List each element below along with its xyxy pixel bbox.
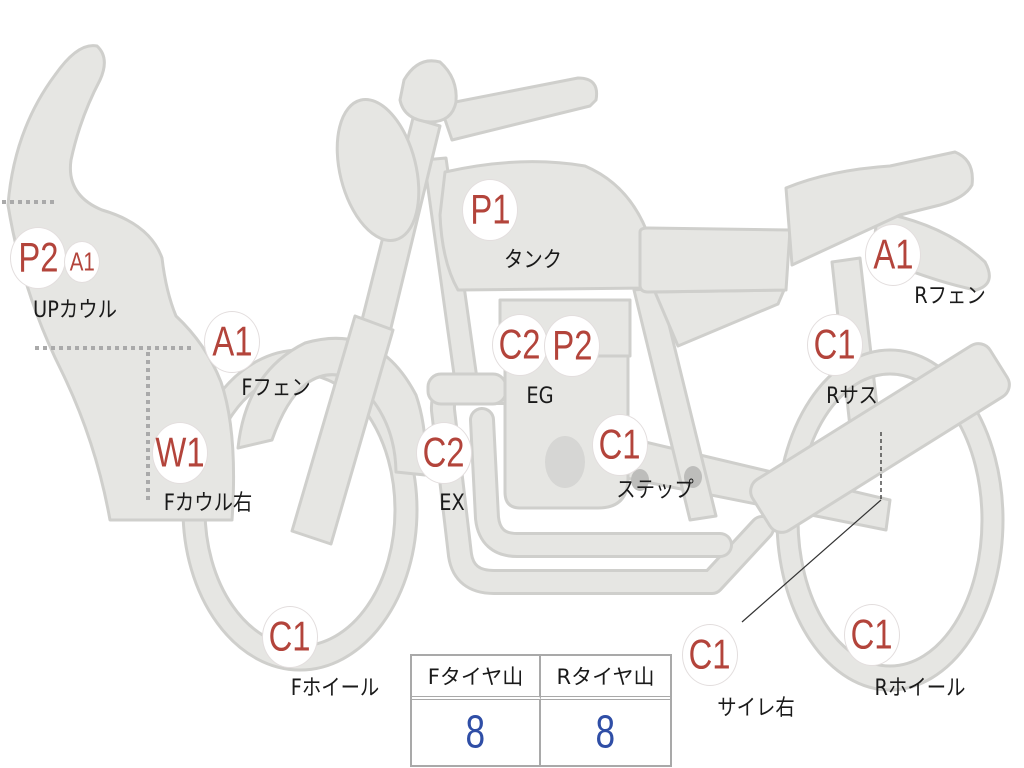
rear-tire-tread-header: Rタイヤ山 [541,656,670,700]
damage-code-badge: P2 [10,227,66,289]
footpeg-shape [684,466,702,488]
part-label-exhaust: EX [439,491,465,516]
footpeg-shape [631,469,649,491]
damage-code-badge: A1 [64,241,100,283]
exhaust-header-shape [426,372,508,406]
top-clamp-shape [398,59,458,124]
damage-code-badge: C1 [844,604,900,666]
part-label-step: ステップ [616,478,694,503]
side-cover-shape [653,288,786,348]
tail-cowl-shape [784,150,974,267]
part-label-rear-suspension: Rサス [826,384,878,409]
part-label-rear-fender: Rフェン [914,284,986,309]
damage-code-badge: A1 [204,311,260,373]
part-label-engine: EG [526,384,554,409]
damage-code-badge: C2 [492,314,548,376]
part-label-front-wheel: Fホイール [290,676,380,701]
seat-shape [638,226,792,294]
engine-cover-shape [545,436,585,488]
damage-code-badge: C1 [682,624,738,686]
leader-line [741,499,882,623]
front-tire-tread-value: 8 [412,700,541,765]
part-label-silencer-right: サイレ右 [717,696,795,721]
engine-case-shape [503,354,630,510]
damage-code-badge: C1 [262,606,318,668]
damage-code-badge: P1 [462,179,518,241]
part-label-front-fender: Fフェン [241,376,311,401]
part-label-rear-wheel: Rホイール [874,676,966,701]
front-tire-tread-header: Fタイヤ山 [412,656,541,700]
part-label-front-cowl-right: Fカウル右 [163,491,253,516]
part-label-up-cowl: UPカウル [33,298,117,323]
damage-code-badge: C2 [416,422,472,484]
front-wheel-shape [181,348,419,672]
tire-tread-table: Fタイヤ山 Rタイヤ山 8 8 [410,654,672,767]
fairing-shape [6,44,236,522]
damage-code-badge: P2 [544,315,600,377]
damage-code-badge: C1 [807,314,863,376]
damage-code-badge: W1 [152,422,208,484]
damage-code-badge: A1 [865,224,921,286]
silencer-shape [749,342,1011,534]
handlebar-shape [438,76,599,142]
rear-tire-tread-value: 8 [595,706,616,758]
damage-code-badge: C1 [592,414,648,476]
part-label-tank: タンク [503,248,563,273]
headlight-shape [335,98,421,242]
fork-leg-shape [290,314,395,546]
